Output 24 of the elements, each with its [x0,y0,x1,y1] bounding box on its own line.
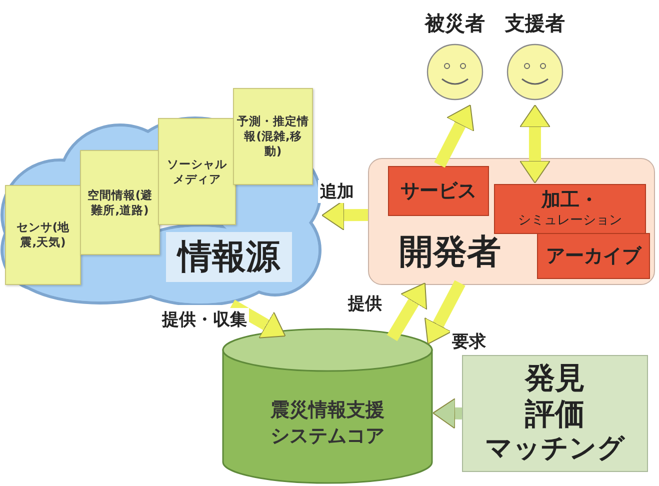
cloud-label: 情報源 [166,232,292,282]
arrow [519,104,550,184]
edge-label: 提供・収集 [160,308,249,331]
module-box: アーカイブ [537,233,650,279]
arrow [386,282,428,342]
sticky-note: 予測・推定情報(混雑,移動) [233,88,313,185]
edge-label: 追加 [318,180,356,203]
arrow [424,280,466,344]
sticky-note: センサ(地震,天気) [5,185,81,285]
module-box: 加工・ シミュレーション [494,184,646,234]
edge-label: 要求 [450,330,488,353]
module-box: サービス [388,166,489,216]
arrow [228,300,286,338]
sticky-note: ソーシャルメディア [158,118,236,225]
cylinder-label: 震災情報支援システムコア [269,398,386,449]
edge-label: 提供 [346,292,384,315]
person-label: 被災者 [425,10,485,37]
arrow [432,398,462,429]
function-box: 発見 評価 マッチング [462,355,648,472]
person-label: 支援者 [505,10,565,37]
developer-panel [368,158,655,285]
panel-title: 開発者 [399,231,501,274]
arrow [434,104,474,168]
sticky-note: 空間情報(避難所,道路) [80,150,160,255]
